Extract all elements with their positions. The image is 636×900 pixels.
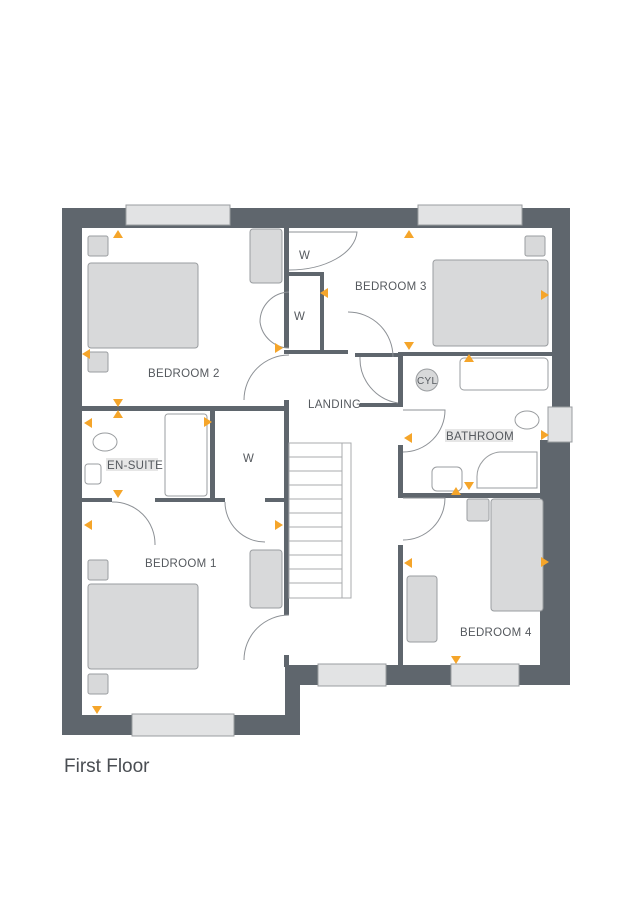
label-bedroom4: BEDROOM 4	[460, 627, 532, 639]
desk-bedroom2	[249, 228, 283, 284]
label-bedroom2: BEDROOM 2	[148, 368, 220, 380]
label-wardrobe-3: W	[243, 453, 254, 465]
stairs	[288, 442, 352, 599]
label-cylinder: CYL	[417, 376, 437, 387]
furniture	[84, 228, 549, 695]
desk-bedroom1	[249, 549, 283, 609]
shower	[164, 413, 208, 497]
desk-bedroom4	[406, 575, 438, 643]
interior-walls	[82, 228, 552, 667]
toilet-ensuite	[92, 432, 118, 452]
label-landing: LANDING	[308, 399, 361, 411]
bath	[459, 357, 549, 391]
label-ensuite: EN-SUITE	[107, 460, 163, 472]
windows	[125, 204, 573, 737]
room-labels: BEDROOM 2 BEDROOM 3 BEDROOM 1 BEDROOM 4 …	[106, 250, 532, 639]
orientation-markers	[82, 230, 549, 714]
doors	[111, 231, 446, 661]
label-bathroom: BATHROOM	[446, 431, 514, 443]
shower-bathroom	[476, 451, 538, 489]
cylinder	[415, 368, 439, 392]
bed-bedroom4	[490, 498, 544, 612]
label-bedroom3: BEDROOM 3	[355, 281, 427, 293]
bed-bedroom3	[432, 259, 549, 347]
label-bedroom1: BEDROOM 1	[145, 558, 217, 570]
label-wardrobe-2: W	[294, 311, 305, 323]
toilet-bathroom	[514, 410, 540, 430]
bed-bedroom2	[87, 262, 199, 349]
floor-caption: First Floor	[64, 756, 150, 777]
label-wardrobe-1: W	[299, 250, 310, 262]
bed-bedroom1	[87, 583, 199, 670]
